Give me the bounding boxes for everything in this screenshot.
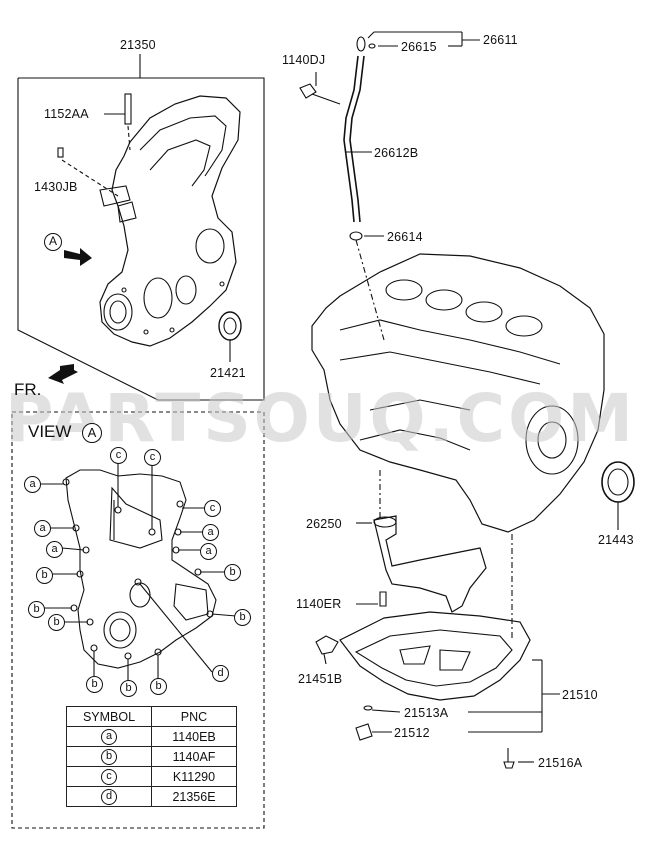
watermark: PARTSOUQ.COM — [5, 380, 636, 457]
symbol-b: b — [234, 609, 251, 626]
legend-symbol: b — [101, 749, 117, 765]
callout-26612B: 26612B — [374, 146, 419, 160]
legend-header-symbol: SYMBOL — [66, 706, 152, 727]
symbol-a: a — [200, 543, 217, 560]
timing-cover — [99, 95, 241, 347]
table-row: b 1140AF — [66, 746, 237, 767]
symbol-b: b — [36, 567, 53, 584]
legend-header-pnc: PNC — [151, 706, 237, 727]
legend-symbol: c — [101, 769, 117, 785]
legend-pnc: K11290 — [151, 766, 237, 787]
legend-symbol: d — [101, 789, 117, 805]
legend-pnc: 1140EB — [151, 726, 237, 747]
callout-21451B: 21451B — [298, 672, 343, 686]
view-marker-a: A — [44, 233, 62, 251]
view-label-marker: A — [82, 423, 102, 443]
symbol-b: b — [86, 676, 103, 693]
symbol-b: b — [224, 564, 241, 581]
callout-21513A: 21513A — [404, 706, 449, 720]
callout-21350: 21350 — [120, 38, 156, 52]
callout-1140ER: 1140ER — [296, 597, 342, 611]
symbol-c: c — [204, 500, 221, 517]
callout-26611: 26611 — [483, 33, 518, 47]
callout-1152AA: 1152AA — [44, 107, 89, 121]
symbol-c: c — [110, 447, 127, 464]
symbol-legend-table: SYMBOL PNC a 1140EB b 1140AF c K11290 d … — [66, 706, 237, 807]
callout-1140DJ: 1140DJ — [282, 53, 326, 67]
legend-header-row: SYMBOL PNC — [66, 706, 237, 727]
legend-symbol: a — [101, 729, 117, 745]
engine-block — [311, 253, 605, 533]
callout-26250: 26250 — [306, 517, 342, 531]
callout-21443: 21443 — [598, 533, 634, 547]
oil-pan — [339, 611, 531, 701]
table-row: c K11290 — [66, 766, 237, 787]
symbol-d: d — [212, 665, 229, 682]
oil-strainer — [373, 515, 487, 613]
callout-21510: 21510 — [562, 688, 598, 702]
symbol-b: b — [150, 678, 167, 695]
symbol-a: a — [24, 476, 41, 493]
symbol-c: c — [144, 449, 161, 466]
view-a-frame — [11, 411, 265, 829]
callout-21512: 21512 — [394, 726, 430, 740]
symbol-a: a — [34, 520, 51, 537]
symbol-a: a — [202, 524, 219, 541]
callout-26615: 26615 — [401, 40, 437, 54]
legend-pnc: 21356E — [151, 786, 237, 807]
legend-pnc: 1140AF — [151, 746, 237, 767]
symbol-b: b — [48, 614, 65, 631]
symbol-b: b — [120, 680, 137, 697]
view-label: VIEW — [28, 422, 72, 441]
callout-21421: 21421 — [210, 366, 246, 380]
table-row: d 21356E — [66, 786, 237, 807]
cover-frame — [17, 77, 265, 401]
dipstick-tube — [343, 55, 359, 223]
symbol-a: a — [46, 541, 63, 558]
callout-21516A: 21516A — [538, 756, 583, 770]
callout-1430JB: 1430JB — [34, 180, 78, 194]
callout-26614: 26614 — [387, 230, 423, 244]
table-row: a 1140EB — [66, 726, 237, 747]
front-label: FR. — [14, 380, 42, 399]
symbol-b: b — [28, 601, 45, 618]
